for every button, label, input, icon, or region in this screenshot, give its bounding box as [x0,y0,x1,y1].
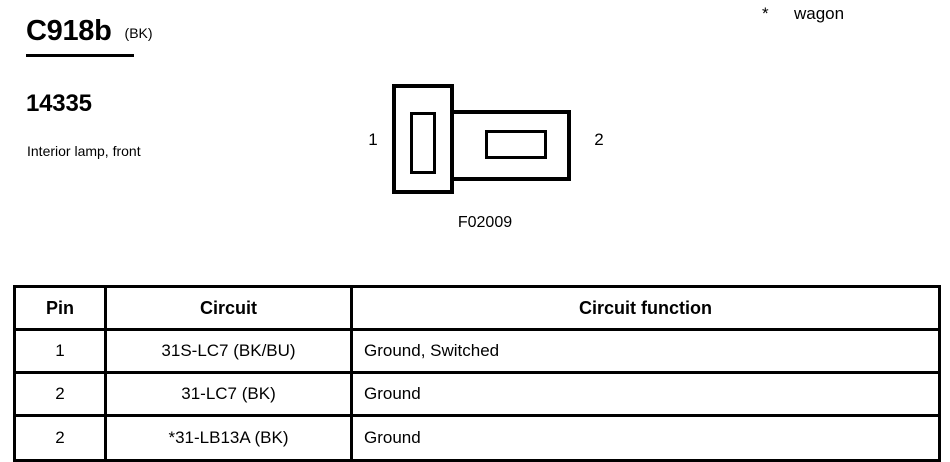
cell-pin: 2 [13,414,107,462]
cell-circuit-function: Ground, Switched [350,328,941,374]
table-row: 2 *31-LB13A (BK) Ground [13,414,941,462]
connector-header: C918b (BK) 14335 Interior lamp, front [26,14,346,159]
pin-label-1: 1 [368,130,378,149]
cell-circuit: 31S-LC7 (BK/BU) [104,328,353,374]
connector-id: C918b [26,15,112,47]
pinout-table: Pin Circuit Circuit function 1 31S-LC7 (… [13,285,941,462]
cavity-1-slot [410,112,436,174]
connector-color-code: (BK) [124,25,153,41]
column-header-circuit: Circuit [104,285,353,331]
footnote-text: wagon [794,4,845,23]
cell-circuit-function: Ground [350,414,941,462]
cell-circuit: 31-LC7 (BK) [104,371,353,417]
connector-face-code: F02009 [457,214,513,231]
connector-id-underline [26,54,134,57]
table-header-row: Pin Circuit Circuit function [13,285,941,331]
cell-pin: 1 [13,328,107,374]
connector-face-diagram: 1 2 F02009 [360,78,610,243]
footnote-marker: * [762,4,769,23]
pin-label-2: 2 [594,130,604,149]
connector-id-row: C918b (BK) [26,14,346,57]
footnote-legend: * wagon [762,4,844,24]
cell-circuit-function: Ground [350,371,941,417]
table-row: 1 31S-LC7 (BK/BU) Ground, Switched [13,328,941,374]
cell-circuit: *31-LB13A (BK) [104,414,353,462]
table-row: 2 31-LC7 (BK) Ground [13,371,941,417]
column-header-pin: Pin [13,285,107,331]
cell-pin: 2 [13,371,107,417]
connector-part-number: 14335 [26,90,92,117]
connector-body-right-shell [450,110,571,181]
connector-description: Interior lamp, front [27,143,141,159]
column-header-circuit-function: Circuit function [350,285,941,331]
cavity-2-slot [485,130,547,159]
